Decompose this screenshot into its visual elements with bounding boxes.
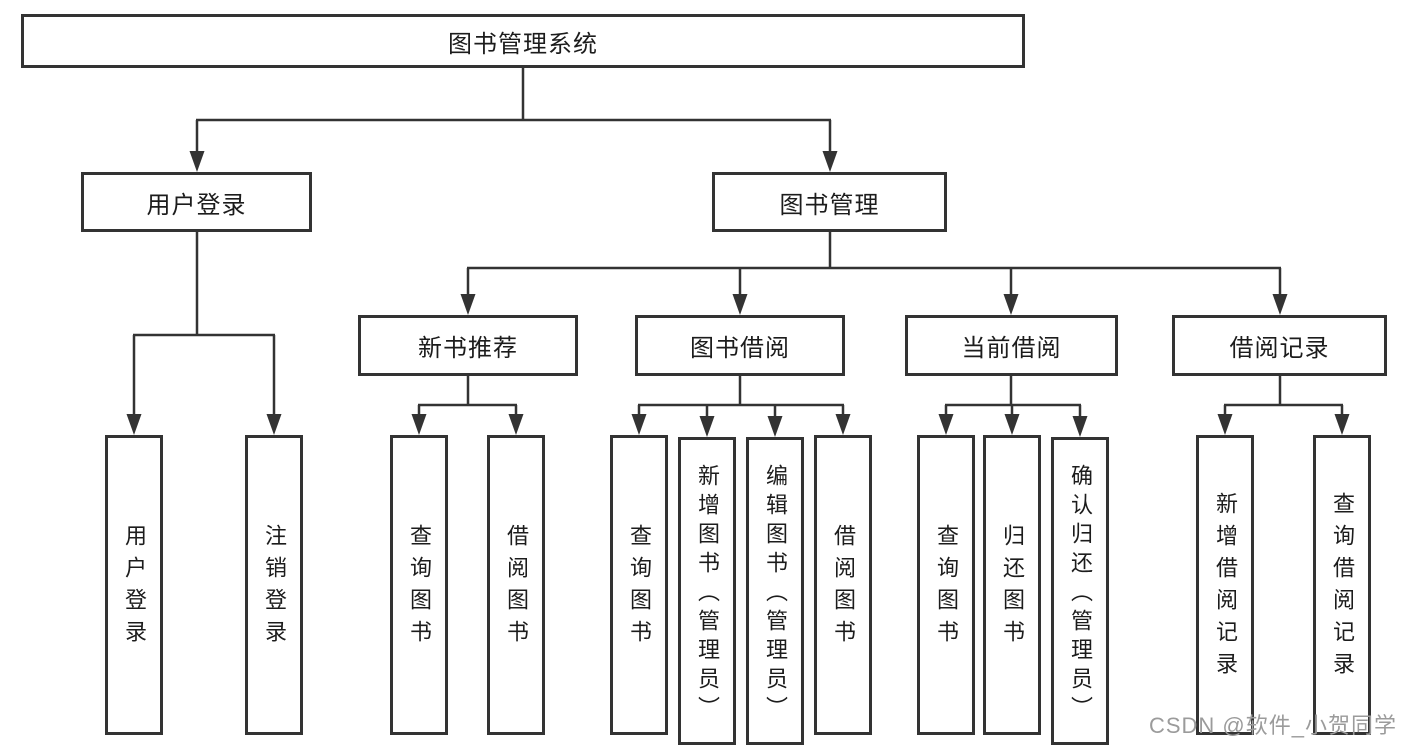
leaf-add-books-admin: 新增图书（管理员）: [678, 437, 736, 745]
leaf-edit-books-admin: 编辑图书（管理员）: [746, 437, 804, 745]
node-current-borrow: 当前借阅: [905, 315, 1118, 376]
arrowheads-current-borrow: [938, 414, 1088, 437]
leaf-query-books-borrow: 查询图书: [610, 435, 668, 735]
node-new-book-recommend: 新书推荐: [358, 315, 578, 376]
node-label: 当前借阅: [961, 335, 1062, 362]
connector-user-login-branch: [132, 232, 276, 418]
leaf-query-books-recommend: 查询图书: [390, 435, 448, 735]
node-label: 用户登录: [146, 191, 247, 219]
leaf-return-books: 归还图书: [983, 435, 1041, 735]
leaf-add-borrow-record: 新增借阅记录: [1196, 435, 1254, 735]
leaf-borrow-books-recommend: 借阅图书: [487, 435, 545, 735]
node-user-login: 用户登录: [81, 172, 312, 232]
arrowheads-new-book-recommend: [411, 414, 524, 435]
leaf-borrow-books: 借阅图书: [814, 435, 872, 735]
node-label: 新书推荐: [418, 335, 518, 362]
node-label: 图书管理系统: [448, 30, 598, 58]
arrowheads-level2: [460, 294, 1288, 315]
node-borrow-records: 借阅记录: [1172, 315, 1387, 376]
leaf-confirm-return-admin: 确认归还（管理员）: [1051, 437, 1109, 745]
connector-book-borrow-branch: [637, 376, 845, 418]
node-label: 借阅记录: [1229, 335, 1330, 362]
node-label: 图书借阅: [690, 335, 790, 362]
connector-new-book-recommend-branch: [417, 376, 518, 418]
leaf-query-books-current: 查询图书: [917, 435, 975, 735]
arrowheads-user-login: [126, 414, 282, 435]
connector-book-management-branch: [466, 232, 1282, 298]
csdn-watermark: CSDN @软件_小贺同学: [1148, 713, 1397, 738]
node-library-management-system: 图书管理系统: [21, 14, 1025, 68]
arrowheads-book-borrow: [631, 414, 851, 437]
connector-root-to-level1: [195, 68, 832, 156]
node-book-management: 图书管理: [712, 172, 947, 232]
connector-borrow-records-branch: [1223, 376, 1344, 418]
node-label: 图书管理: [779, 191, 880, 219]
leaf-user-login: 用户登录: [105, 435, 163, 735]
connector-current-borrow-branch: [944, 376, 1082, 418]
leaf-logout: 注销登录: [245, 435, 303, 735]
arrowheads-borrow-records: [1217, 414, 1350, 435]
node-book-borrow: 图书借阅: [635, 315, 845, 376]
leaf-query-borrow-record: 查询借阅记录: [1313, 435, 1371, 735]
arrowheads-level1: [189, 151, 838, 172]
